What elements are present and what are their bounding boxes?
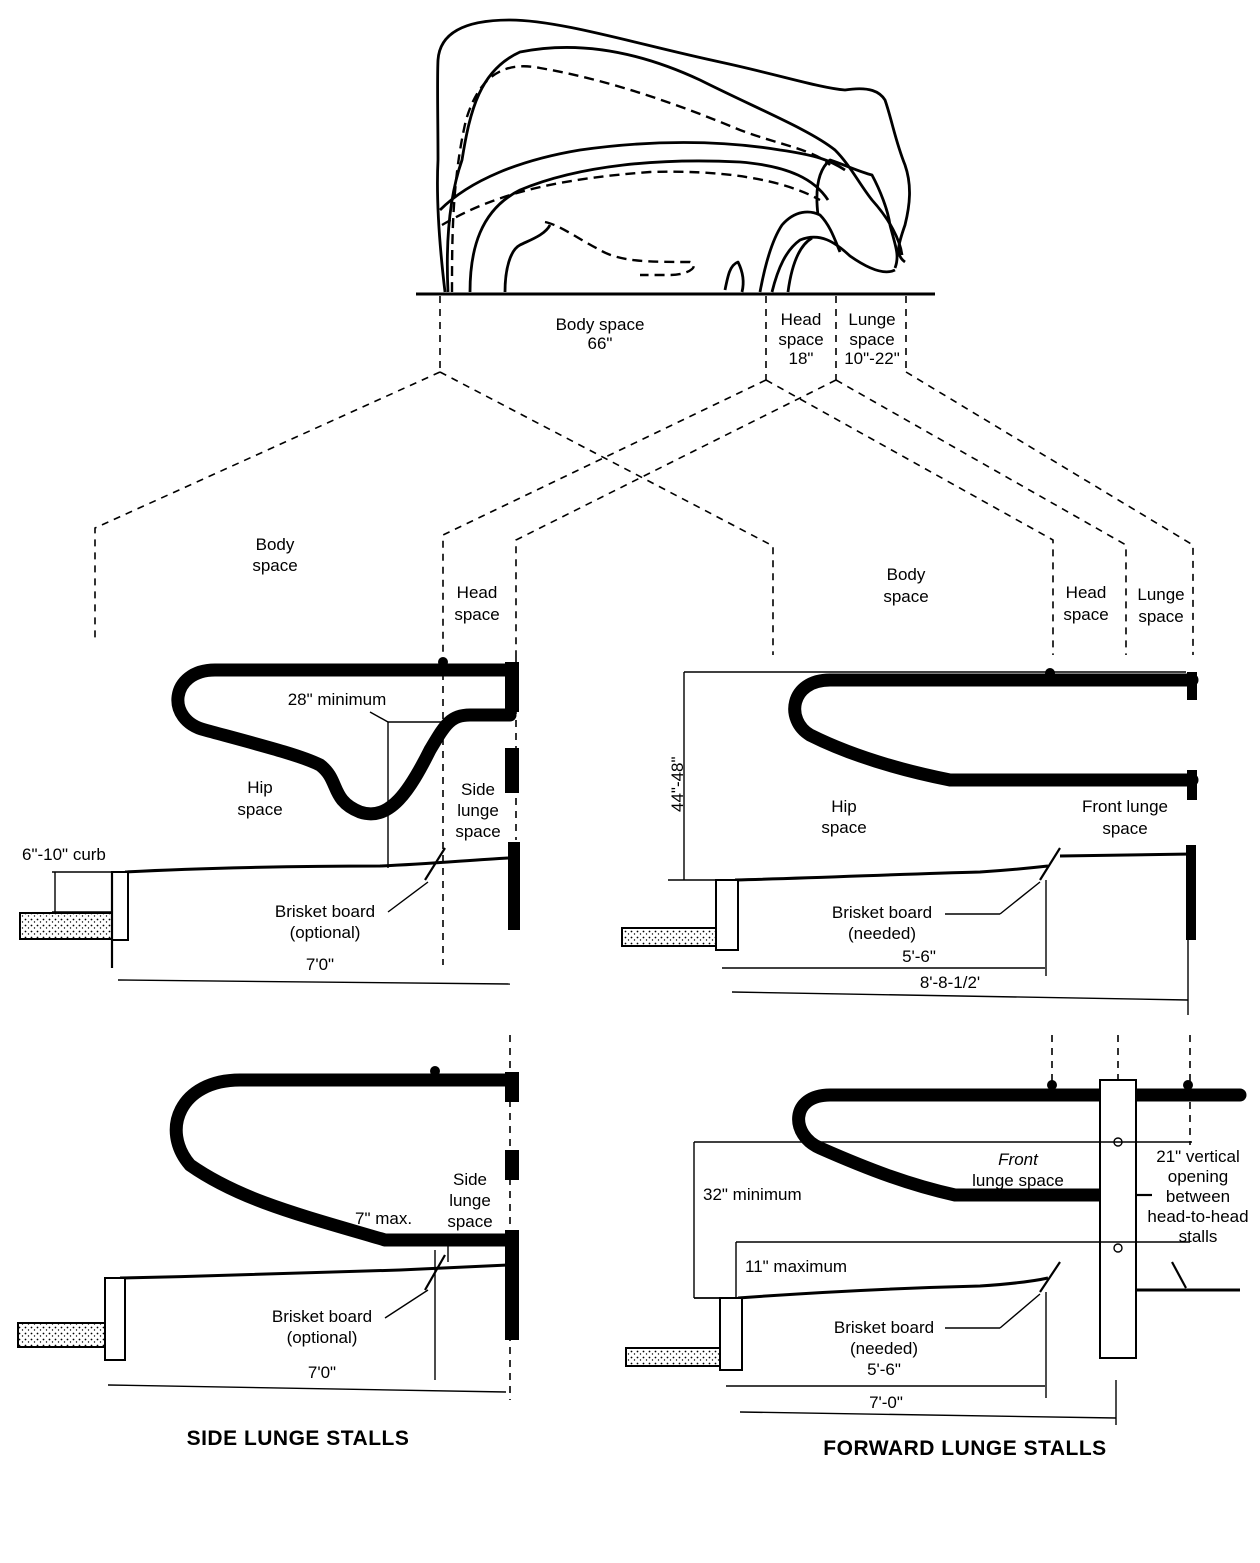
fwd-front-lunge-label-2: space	[1102, 819, 1147, 838]
side-7-max-label: 7" max.	[355, 1209, 412, 1228]
fwd-32-minimum-label: 32" minimum	[703, 1185, 802, 1204]
fwd-vertical-opening-5: stalls	[1179, 1227, 1218, 1246]
cow-illustration	[416, 18, 935, 296]
side-hip-space-label-1: Hip	[247, 778, 273, 797]
fwd-bottom-front-label-2: lunge space	[972, 1171, 1064, 1190]
side-lunge-label-2: lunge	[457, 801, 499, 820]
side-lunge-label-3: space	[455, 822, 500, 841]
fwd-head-space-label-1: Head	[1066, 583, 1107, 602]
side-bottom-length-label: 7'0"	[308, 1363, 336, 1382]
forward-lunge-stall-top: Body space Head space Lunge space 44"-48…	[621, 565, 1199, 1015]
fwd-height-label: 44"-48"	[668, 756, 687, 812]
fwd-body-space-label-2: space	[883, 587, 928, 606]
fwd-head-space-label-2: space	[1063, 605, 1108, 624]
fwd-bottom-dim2: 7'-0"	[869, 1393, 903, 1412]
side-brisket-label-1: Brisket board	[275, 902, 375, 921]
side-28-minimum-label: 28" minimum	[288, 690, 387, 709]
head-space-label-2: space	[778, 330, 823, 349]
side-bottom-brisket-label-2: (optional)	[287, 1328, 358, 1347]
fwd-11-maximum-label: 11" maximum	[745, 1257, 847, 1276]
side-curb-label: 6"-10" curb	[22, 845, 106, 864]
side-bottom-lunge-label-3: space	[447, 1212, 492, 1231]
side-body-space-label-1: Body	[256, 535, 295, 554]
body-space-label: Body space	[556, 315, 645, 334]
fwd-vertical-opening-4: head-to-head	[1147, 1207, 1248, 1226]
fwd-dim1-label: 5'-6"	[902, 947, 936, 966]
lunge-space-value: 10"-22"	[844, 349, 900, 368]
forward-lunge-stall-bottom: Front lunge space 21" vertical opening b…	[625, 1035, 1249, 1425]
side-bottom-lunge-label-1: Side	[453, 1170, 487, 1189]
fwd-lunge-space-label-1: Lunge	[1137, 585, 1184, 604]
fwd-front-lunge-label-1: Front lunge	[1082, 797, 1168, 816]
fwd-vertical-opening-3: between	[1166, 1187, 1230, 1206]
side-lunge-caption: SIDE LUNGE STALLS	[187, 1427, 410, 1450]
projection-lines	[94, 296, 1194, 660]
side-length-label: 7'0"	[306, 955, 334, 974]
fwd-hip-space-label-1: Hip	[831, 797, 857, 816]
fwd-hip-space-label-2: space	[821, 818, 866, 837]
fwd-vertical-opening-2: opening	[1168, 1167, 1229, 1186]
fwd-bottom-dim1: 5'-6"	[867, 1360, 901, 1379]
side-bottom-brisket-label-1: Brisket board	[272, 1307, 372, 1326]
side-brisket-label-2: (optional)	[290, 923, 361, 942]
side-lunge-stall-bottom: Side lunge space 7" max. Brisket board (…	[17, 1035, 519, 1400]
lunge-space-label-2: space	[849, 330, 894, 349]
fwd-bottom-brisket-2: (needed)	[850, 1339, 918, 1358]
side-body-space-label-2: space	[252, 556, 297, 575]
fwd-body-space-label-1: Body	[887, 565, 926, 584]
side-lunge-stall-top: Body space Head space 28" minimum Hip sp…	[19, 535, 520, 985]
side-head-space-label-2: space	[454, 605, 499, 624]
fwd-bottom-front-label-1: Front	[998, 1150, 1039, 1169]
side-head-space-label-1: Head	[457, 583, 498, 602]
fwd-brisket-label-2: (needed)	[848, 924, 916, 943]
lunge-space-label-1: Lunge	[848, 310, 895, 329]
side-hip-space-label-2: space	[237, 800, 282, 819]
fwd-dim2-label: 8'-8-1/2'	[920, 973, 980, 992]
side-lunge-label-1: Side	[461, 780, 495, 799]
head-space-value: 18"	[789, 349, 814, 368]
forward-lunge-caption: FORWARD LUNGE STALLS	[823, 1437, 1106, 1460]
body-space-value: 66"	[588, 334, 613, 353]
head-space-label-1: Head	[781, 310, 822, 329]
fwd-bottom-brisket-1: Brisket board	[834, 1318, 934, 1337]
fwd-brisket-label-1: Brisket board	[832, 903, 932, 922]
side-bottom-lunge-label-2: lunge	[449, 1191, 491, 1210]
fwd-lunge-space-label-2: space	[1138, 607, 1183, 626]
fwd-vertical-opening-1: 21" vertical	[1156, 1147, 1240, 1166]
